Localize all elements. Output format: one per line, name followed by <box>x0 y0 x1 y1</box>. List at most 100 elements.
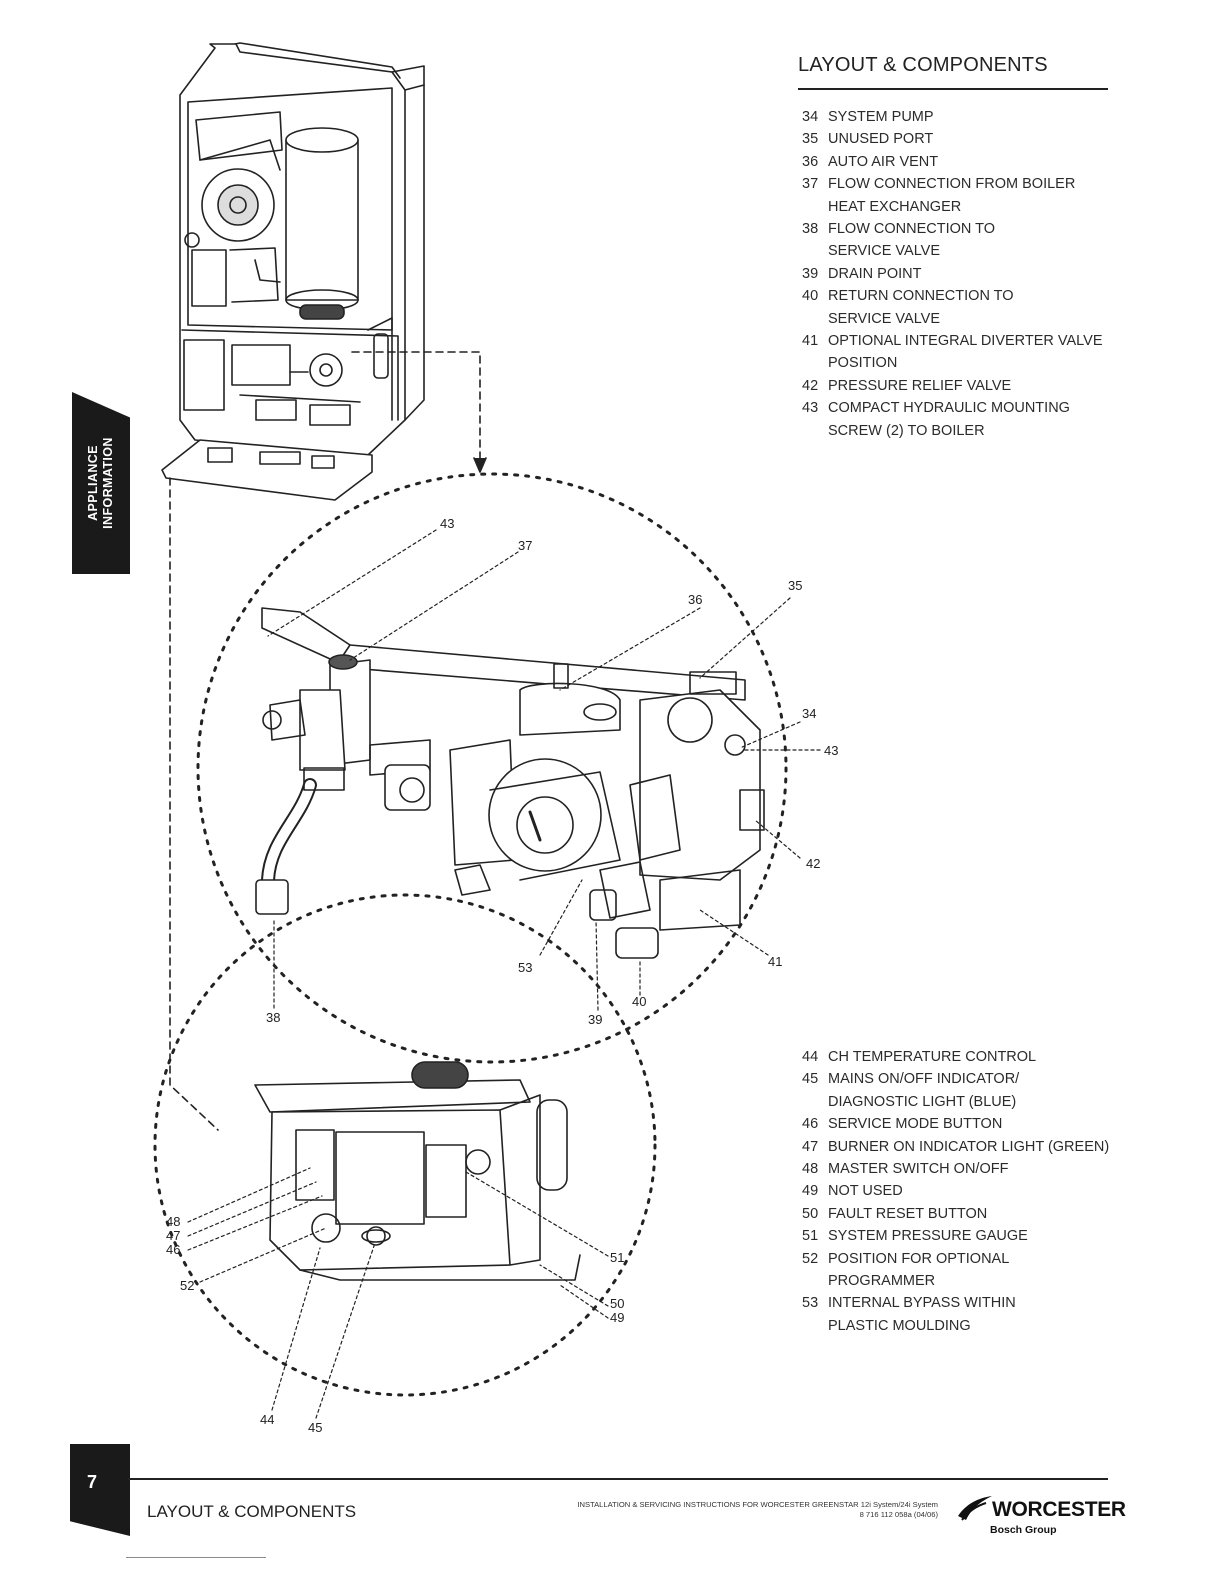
component-description-line: SERVICE VALVE <box>828 310 941 327</box>
component-number: 53 <box>802 1295 819 1312</box>
component-number: 49 <box>802 1183 819 1200</box>
footer-doc-line-1: INSTALLATION & SERVICING INSTRUCTIONS FO… <box>577 1500 938 1509</box>
callout-45: 45 <box>308 1420 322 1435</box>
component-description-line: OPTIONAL INTEGRAL DIVERTER VALVE <box>828 333 1103 350</box>
callout-38: 38 <box>266 1010 280 1025</box>
component-number: 41 <box>802 333 819 350</box>
callout-47: 47 <box>166 1228 180 1243</box>
footer-doc-line-2: 8 716 112 058a (04/06) <box>859 1510 938 1519</box>
component-number: 40 <box>802 288 819 305</box>
component-description-line: FLOW CONNECTION FROM BOILER <box>828 176 1076 193</box>
footer-document-info: INSTALLATION & SERVICING INSTRUCTIONS FO… <box>470 1500 938 1520</box>
component-item: 46 SERVICE MODE BUTTON <box>802 1113 1109 1135</box>
callout-46: 46 <box>166 1242 180 1257</box>
title-divider <box>798 88 1108 90</box>
component-number: 52 <box>802 1250 819 1267</box>
callout-51: 51 <box>610 1250 624 1265</box>
component-item: 43 COMPACT HYDRAULIC MOUNTING SCREW (2) TO… <box>802 397 1103 442</box>
component-description-line: COMPACT HYDRAULIC MOUNTING <box>828 400 1070 417</box>
component-number: 43 <box>802 400 819 417</box>
callout-44: 44 <box>260 1412 274 1427</box>
component-item: 45 MAINS ON/OFF INDICATOR/DIAGNOSTIC LIGH… <box>802 1068 1109 1113</box>
component-item: 42 PRESSURE RELIEF VALVE <box>802 375 1103 397</box>
footer-section-title: LAYOUT & COMPONENTS <box>147 1502 357 1521</box>
component-number: 46 <box>802 1116 819 1133</box>
component-description-line: CH TEMPERATURE CONTROL <box>828 1049 1037 1065</box>
component-description-line: POSITION FOR OPTIONAL <box>828 1250 1010 1267</box>
brand-subtitle: Bosch Group <box>990 1524 1057 1536</box>
component-description: PRESSURE RELIEF VALVE <box>828 375 1011 397</box>
component-description: COMPACT HYDRAULIC MOUNTING SCREW (2) TO B… <box>828 397 1070 442</box>
component-number: 45 <box>802 1071 819 1088</box>
callout-36: 36 <box>688 592 702 607</box>
component-number: 47 <box>802 1138 819 1155</box>
component-description-line: MAINS ON/OFF INDICATOR/ <box>828 1071 1020 1088</box>
component-description-line: PROGRAMMER <box>828 1273 936 1290</box>
component-description-line: DRAIN POINT <box>828 265 922 282</box>
component-number: 50 <box>802 1205 819 1222</box>
appliance-information-tab <box>72 392 130 574</box>
component-description-line: PRESSURE RELIEF VALVE <box>828 377 1012 394</box>
boiler-illustration <box>161 42 425 501</box>
component-description-line: HEAT EXCHANGER <box>828 198 962 215</box>
component-item: 52 POSITION FOR OPTIONAL PROGRAMMER <box>802 1248 1109 1293</box>
hydraulic-assembly-illustration <box>255 607 765 959</box>
component-description: SERVICE MODE BUTTON <box>828 1113 1002 1135</box>
callout-49: 49 <box>610 1310 624 1325</box>
component-number: 35 <box>802 131 819 148</box>
component-number: 51 <box>802 1228 819 1245</box>
component-number: 39 <box>802 265 819 282</box>
footer-divider <box>128 1478 1108 1480</box>
worcester-logo-icon <box>958 1496 992 1521</box>
control-panel-illustration <box>254 1061 581 1281</box>
callout-53: 53 <box>518 960 532 975</box>
component-description-line: INTERNAL BYPASS WITHIN <box>828 1295 1016 1312</box>
callout-35: 35 <box>788 578 802 593</box>
component-description: FLOW CONNECTION FROM BOILER HEAT EXCHANGE… <box>828 173 1075 218</box>
section-title: LAYOUT & COMPONENTS <box>798 54 1048 76</box>
callout-50: 50 <box>610 1296 624 1311</box>
component-description: SYSTEM PRESSURE GAUGE <box>828 1225 1028 1247</box>
component-description-line: SYSTEM PRESSURE GAUGE <box>828 1228 1028 1245</box>
brand-name: WORCESTER <box>992 1498 1126 1521</box>
component-description-line: RETURN CONNECTION TO <box>828 288 1014 305</box>
callout-37: 37 <box>518 538 532 553</box>
component-number: 44 <box>802 1049 819 1065</box>
component-item: 44 CH TEMPERATURE CONTROL <box>802 1046 1109 1068</box>
callout-34: 34 <box>802 706 816 721</box>
callout-48: 48 <box>166 1214 180 1229</box>
component-description: AUTO AIR VENT <box>828 151 938 173</box>
component-description-line: SCREW (2) TO BOILER <box>828 422 985 439</box>
page-number-tab <box>70 1444 130 1536</box>
component-description: NOT USED <box>828 1180 903 1202</box>
callout-43-right: 43 <box>824 743 838 758</box>
components-list-bottom: 44 CH TEMPERATURE CONTROL 45 MAINS ON/OFF I… <box>802 1046 1109 1337</box>
callout-39: 39 <box>588 1012 602 1027</box>
component-description: BURNER ON INDICATOR LIGHT (GREEN) <box>828 1136 1109 1158</box>
callout-41: 41 <box>768 954 782 969</box>
component-description: DRAIN POINT <box>828 263 921 285</box>
callout-52: 52 <box>180 1278 194 1293</box>
component-description-line: DIAGNOSTIC LIGHT (BLUE) <box>828 1093 1017 1110</box>
component-description: MASTER SWITCH ON/OFF <box>828 1158 1008 1180</box>
component-description: SYSTEM PUMP <box>828 106 934 128</box>
component-item: 50 FAULT RESET BUTTON <box>802 1203 1109 1225</box>
component-number: 38 <box>802 221 819 238</box>
component-description: FAULT RESET BUTTON <box>828 1203 987 1225</box>
component-number: 42 <box>802 377 819 394</box>
callout-43-top: 43 <box>440 516 454 531</box>
component-description-line: BURNER ON INDICATOR LIGHT (GREEN) <box>828 1138 1110 1155</box>
